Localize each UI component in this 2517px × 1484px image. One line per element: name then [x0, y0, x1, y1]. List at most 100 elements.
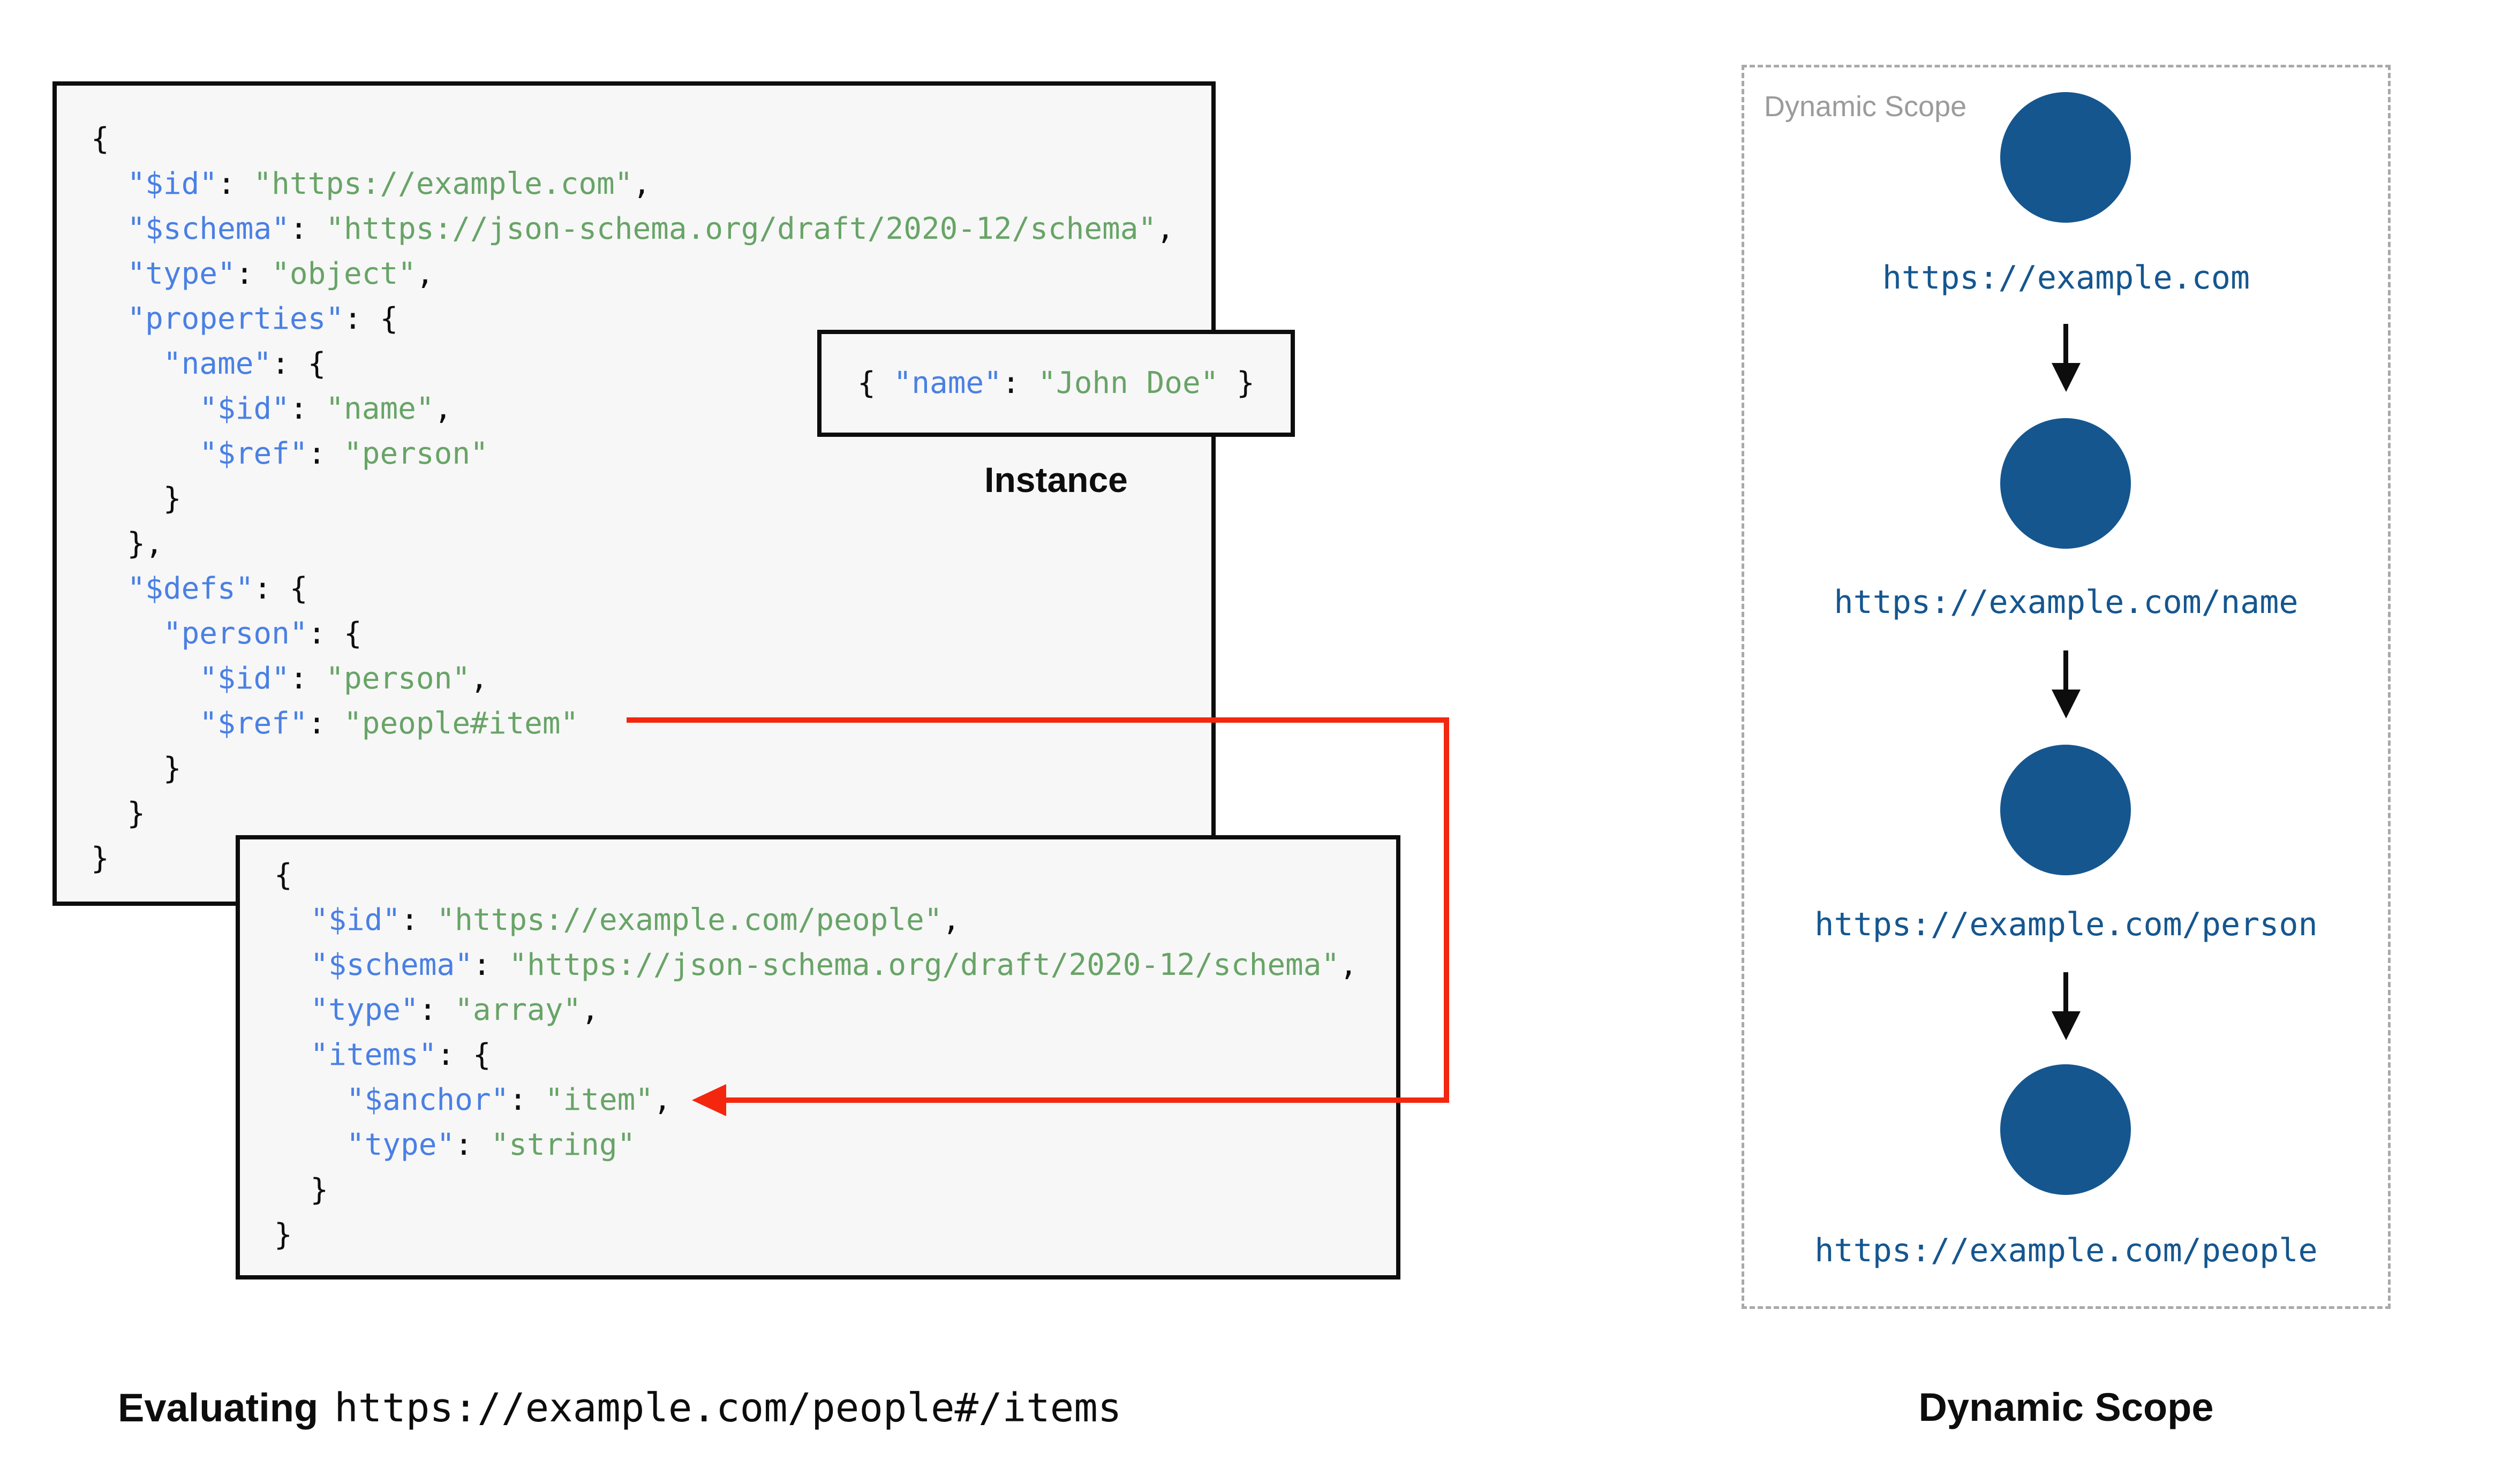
code-line: "$ref": "person"	[91, 431, 1211, 476]
scope-arrow-head-icon	[2052, 363, 2081, 392]
code-line: "properties": {	[91, 297, 1211, 342]
code-line: }	[91, 746, 1211, 791]
code-token: : {	[253, 571, 308, 606]
code-token: "people#item"	[344, 706, 579, 741]
code-token: "item"	[545, 1082, 654, 1117]
scope-arrow-stem	[2063, 324, 2068, 364]
code-line: "$id": "name",	[91, 387, 1211, 431]
code-line: "$id": "https://example.com",	[91, 162, 1211, 207]
scope-node-circle-icon	[2000, 418, 2131, 549]
code-token: :	[307, 436, 344, 471]
code-token: ,	[470, 661, 488, 696]
evaluating-caption-prefix: Evaluating	[118, 1385, 319, 1430]
code-line: }	[91, 791, 1211, 836]
code-line: "type": "array",	[274, 988, 1396, 1033]
code-token: ,	[581, 993, 599, 1027]
code-token: :	[418, 993, 455, 1027]
scope-arrow-head-icon	[2052, 1011, 2081, 1040]
scope-node-url: https://example.com/people	[1814, 1232, 2318, 1269]
code-token: "person"	[344, 436, 488, 471]
code-token: "$id"	[199, 391, 290, 426]
code-token: :	[289, 661, 326, 696]
code-token: :	[472, 948, 509, 982]
code-token: ,	[942, 903, 961, 937]
code-line: { "name": "John Doe" }	[822, 334, 1291, 433]
code-token: ,	[1156, 211, 1174, 246]
code-line: }	[91, 836, 1211, 881]
code-token: }	[91, 841, 109, 876]
code-token: : {	[436, 1038, 491, 1072]
code-token	[91, 571, 127, 606]
code-token: "type"	[310, 993, 419, 1027]
code-token: "$defs"	[127, 571, 254, 606]
code-token: },	[91, 526, 163, 561]
code-token: ,	[1339, 948, 1358, 982]
code-token: "name"	[163, 346, 272, 381]
code-token: }	[91, 751, 182, 786]
code-token: : {	[272, 346, 326, 381]
code-token: ,	[632, 166, 651, 201]
code-token: }	[91, 796, 146, 831]
code-line: "name": {	[91, 342, 1211, 387]
dynamic-scope-panel-label: Dynamic Scope	[1764, 90, 1967, 123]
code-token: "$ref"	[199, 436, 308, 471]
ref-arrow-top-segment	[627, 717, 1449, 723]
scope-arrow-stem	[2063, 972, 2068, 1012]
code-token: "name"	[326, 391, 434, 426]
code-token	[274, 993, 310, 1027]
code-token: :	[289, 211, 326, 246]
code-token	[91, 211, 127, 246]
schema-box-main: { "$id": "https://example.com", "$schema…	[52, 81, 1216, 906]
code-line: "$schema": "https://json-schema.org/draf…	[274, 943, 1396, 988]
code-line: "$schema": "https://json-schema.org/draf…	[91, 207, 1211, 252]
code-token: :	[235, 256, 272, 291]
code-token: "type"	[127, 256, 236, 291]
code-line: "$id": "https://example.com/people",	[274, 898, 1396, 943]
code-token: :	[217, 166, 254, 201]
code-line: }	[91, 476, 1211, 521]
code-token	[274, 1082, 346, 1117]
code-token: "items"	[310, 1038, 437, 1072]
code-token: :	[307, 706, 344, 741]
code-token	[274, 903, 310, 937]
code-line: "$id": "person",	[91, 656, 1211, 701]
code-token: : {	[307, 616, 362, 651]
code-token: "$anchor"	[346, 1082, 509, 1117]
code-token: "$schema"	[310, 948, 473, 982]
code-line: },	[91, 521, 1211, 566]
code-token: "array"	[455, 993, 582, 1027]
code-token: "string"	[491, 1127, 636, 1162]
code-token: "properties"	[127, 301, 344, 336]
code-line: "$ref": "people#item"	[91, 701, 1211, 746]
code-token: :	[1001, 366, 1038, 400]
code-token: "name"	[893, 366, 1002, 400]
ref-arrow-right-segment	[1444, 717, 1449, 1103]
code-token: }	[1218, 366, 1255, 400]
code-line: "$anchor": "item",	[274, 1078, 1396, 1123]
instance-code: { "name": "John Doe" }	[822, 334, 1291, 433]
code-token: }	[91, 481, 182, 516]
instance-label: Instance	[984, 460, 1128, 499]
code-token	[91, 616, 163, 651]
code-line: "type": "object",	[91, 252, 1211, 297]
code-token: "https://example.com/people"	[436, 903, 943, 937]
code-token: }	[274, 1217, 292, 1252]
code-token: : {	[344, 301, 398, 336]
code-token	[91, 436, 199, 471]
code-token: "person"	[326, 661, 471, 696]
code-token: ,	[434, 391, 453, 426]
code-token	[91, 391, 199, 426]
code-line: "type": "string"	[274, 1123, 1396, 1168]
code-token: "person"	[163, 616, 308, 651]
code-token	[274, 1127, 346, 1162]
code-token: "object"	[272, 256, 416, 291]
code-token	[91, 256, 127, 291]
scope-arrow-head-icon	[2052, 690, 2081, 718]
code-token	[274, 1038, 310, 1072]
code-token: :	[289, 391, 326, 426]
instance-box: { "name": "John Doe" }	[817, 330, 1295, 437]
scope-node-circle-icon	[2000, 1064, 2131, 1195]
code-token: "$ref"	[199, 706, 308, 741]
code-token: "https://json-schema.org/draft/2020-12/s…	[509, 948, 1340, 982]
code-token	[91, 706, 199, 741]
